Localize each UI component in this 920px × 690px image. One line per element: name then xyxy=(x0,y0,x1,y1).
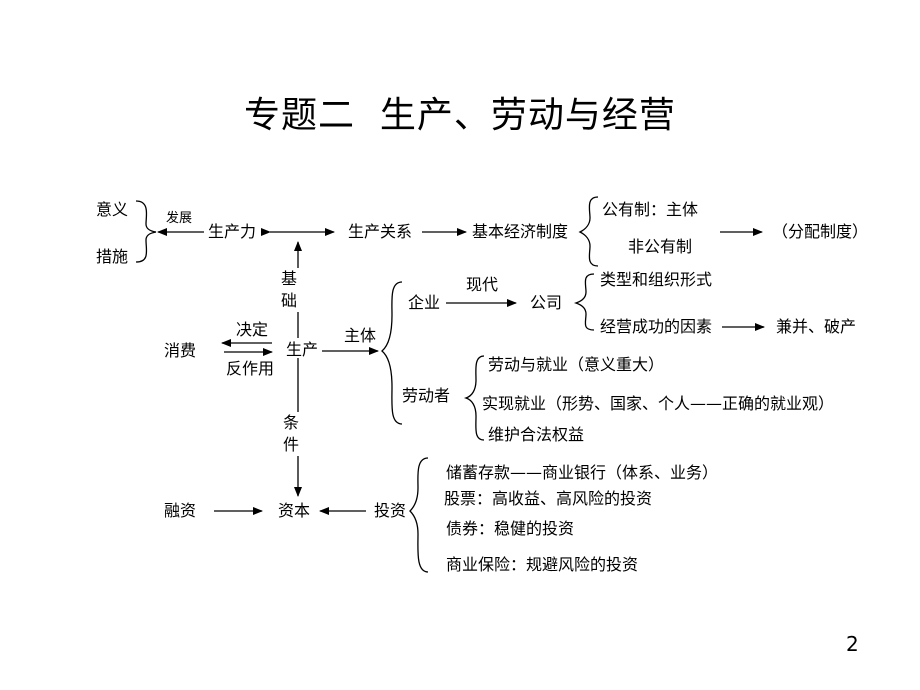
brace-zhidu xyxy=(578,196,599,267)
node-chuxu: 储蓄存款——商业银行（体系、业务） xyxy=(446,463,718,482)
node-jiben-jingji-zhidu: 基本经济制度 xyxy=(472,222,568,241)
node-xiaofei: 消费 xyxy=(164,341,196,360)
node-shengchanli: 生产力 xyxy=(208,222,256,241)
slide-title: 专题二 生产、劳动与经营 xyxy=(244,95,676,136)
node-gongyouzhi: 公有制：主体 xyxy=(602,200,698,219)
brace-zhuti xyxy=(380,281,403,425)
node-laodongzhe: 劳动者 xyxy=(402,386,450,405)
node-feigongyouzhi: 非公有制 xyxy=(628,237,692,256)
node-fenpei-zhidu: （分配制度） xyxy=(772,222,868,241)
node-fazhan: 发展 xyxy=(166,210,192,226)
brace-gongsi xyxy=(573,273,595,331)
node-laodong-jiuye: 劳动与就业（意义重大） xyxy=(488,355,664,374)
node-gupiao: 股票：高收益、高风险的投资 xyxy=(444,489,652,508)
node-rongzi: 融资 xyxy=(164,501,196,520)
node-shixian-jiuye: 实现就业（形势、国家、个人——正确的就业观） xyxy=(482,394,834,413)
node-gongsi: 公司 xyxy=(530,293,562,312)
page-number: 2 xyxy=(846,632,859,656)
node-ziben: 资本 xyxy=(278,501,310,520)
node-xiandai: 现代 xyxy=(466,275,498,294)
label-tiaojian-text: 条件 xyxy=(283,413,300,454)
node-zhaiquan: 债券：稳健的投资 xyxy=(446,519,574,538)
brace-touzi xyxy=(409,457,429,573)
label-tiaojian-vertical: 条件 xyxy=(283,412,301,456)
node-cuoshi: 措施 xyxy=(96,247,128,266)
node-fanzuoyong: 反作用 xyxy=(226,359,274,378)
node-jueding: 决定 xyxy=(236,320,268,339)
node-jianbing: 兼并、破产 xyxy=(776,317,856,336)
node-zhuti: 主体 xyxy=(344,326,376,345)
node-baoxian: 商业保险：规避风险的投资 xyxy=(446,555,638,574)
brace-yiyi-cuoshi xyxy=(135,200,157,263)
node-shengchanguanxi: 生产关系 xyxy=(348,222,412,241)
label-jichu-text: 基础 xyxy=(281,269,298,310)
node-touzi: 投资 xyxy=(374,501,406,520)
node-yiyi: 意义 xyxy=(96,200,128,219)
brace-laodongzhe xyxy=(463,355,485,441)
node-leixing: 类型和组织形式 xyxy=(600,270,712,289)
label-jichu-vertical: 基础 xyxy=(281,268,299,312)
node-jingying: 经营成功的因素 xyxy=(600,317,712,336)
node-weihu: 维护合法权益 xyxy=(488,425,584,444)
node-qiye: 企业 xyxy=(408,293,440,312)
node-shengchan: 生产 xyxy=(286,340,318,359)
